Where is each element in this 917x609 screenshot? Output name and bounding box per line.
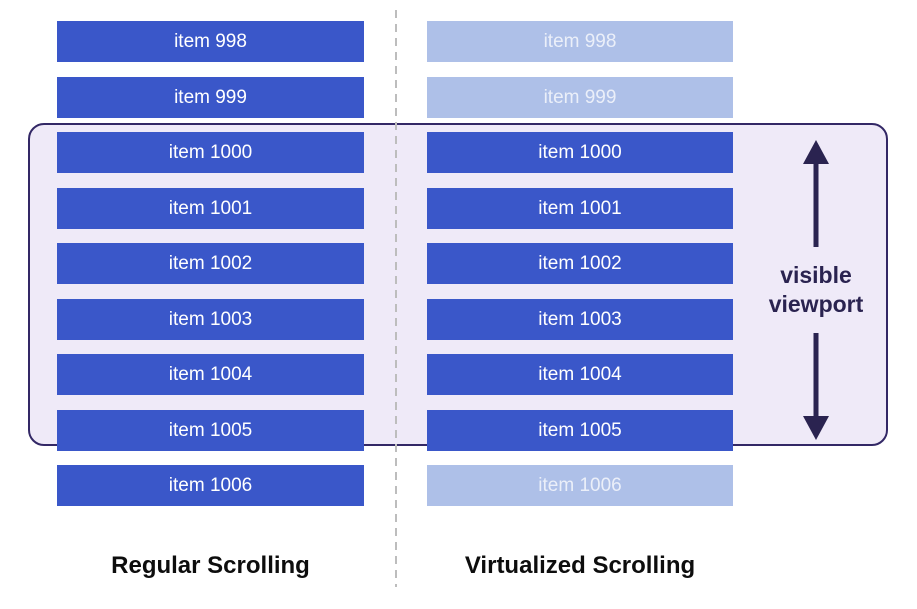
list-item: item 998 bbox=[57, 21, 364, 62]
list-item: item 1006 bbox=[57, 465, 364, 506]
list-item: item 998 bbox=[427, 21, 733, 62]
viewport-annotation: visible viewport bbox=[758, 140, 874, 440]
list-item: item 1003 bbox=[57, 298, 364, 340]
list-item: item 1004 bbox=[427, 354, 733, 395]
list-item: item 1006 bbox=[427, 465, 733, 506]
list-item: item 1001 bbox=[427, 187, 733, 229]
list-item: item 1004 bbox=[57, 354, 364, 395]
regular-scrolling-caption: Regular Scrolling bbox=[111, 552, 310, 579]
list-item: item 1005 bbox=[427, 409, 733, 451]
list-item: item 1005 bbox=[57, 409, 364, 451]
virtualized-scrolling-caption: Virtualized Scrolling bbox=[464, 552, 696, 579]
list-item: item 1002 bbox=[427, 243, 733, 284]
list-item: item 1000 bbox=[427, 132, 733, 173]
list-item: item 999 bbox=[427, 76, 733, 118]
arrow-down-icon bbox=[803, 333, 829, 440]
list-item: item 1003 bbox=[427, 298, 733, 340]
list-item: item 1000 bbox=[57, 132, 364, 173]
list-item: item 1001 bbox=[57, 187, 364, 229]
list-item: item 1002 bbox=[57, 243, 364, 284]
viewport-label: visible viewport bbox=[768, 262, 864, 317]
virtualized-scrolling-column: item 998 item 999 item 1000 item 1001 item 1… bbox=[427, 21, 733, 506]
list-item: item 999 bbox=[57, 76, 364, 118]
column-divider-dashed-line bbox=[395, 10, 397, 587]
regular-scrolling-column: item 998 item 999 item 1000 item 1001 item 1… bbox=[57, 21, 364, 506]
arrow-up-icon bbox=[803, 140, 829, 247]
